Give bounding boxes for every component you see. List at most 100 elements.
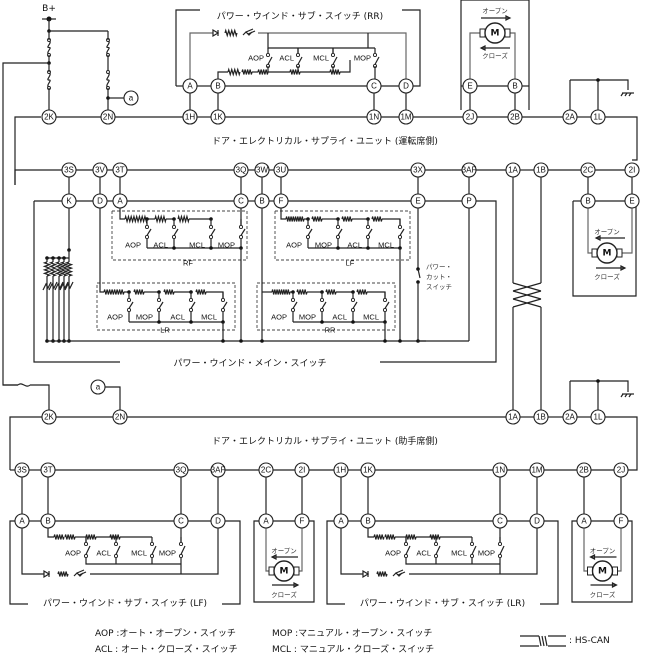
pin-label: 1M — [400, 113, 411, 122]
wire — [189, 32, 213, 79]
arrow-head — [589, 554, 596, 560]
wire — [33, 201, 120, 363]
resistor-icon — [371, 216, 383, 222]
resistor-icon — [195, 289, 207, 295]
group-label-LF: LF — [346, 259, 355, 268]
switch-contact — [305, 224, 311, 230]
driver-unit-top-pin-1K: 1K — [210, 109, 226, 125]
switch-contact — [497, 541, 503, 547]
fuse-icon — [17, 383, 31, 387]
wire — [380, 200, 497, 363]
switch-contact — [403, 553, 409, 559]
switch-contact — [469, 553, 475, 559]
pin-label: C — [238, 197, 244, 206]
lr_sub-pin-C: C — [492, 513, 508, 529]
arrow-head — [479, 45, 486, 51]
ground-icon — [620, 92, 624, 97]
wire — [253, 520, 315, 603]
pin-label: 2I — [629, 166, 636, 175]
motor-brush — [268, 566, 275, 576]
switch-blade — [332, 56, 338, 65]
lr_sub-pin-B: B — [360, 513, 376, 529]
switch-contact — [265, 52, 271, 58]
pin-label: B — [512, 82, 517, 91]
pin-label: E — [415, 197, 420, 206]
lf-motor-close-label: クローズ — [271, 590, 297, 599]
pin-label: C — [371, 82, 377, 91]
passenger-unit-bottom-pin-1H: 1H — [333, 462, 349, 478]
switch-contact — [126, 297, 132, 303]
rr-sub-contact-AOP: AOP — [248, 54, 264, 63]
switch-contact — [350, 307, 356, 313]
switch-contact — [290, 297, 296, 303]
pin-label: B — [215, 82, 220, 91]
wire — [258, 32, 407, 79]
driver-unit-bottom-pin-3S: 3S — [61, 162, 77, 178]
lr-contact-AOP: AOP — [107, 313, 123, 322]
switch-contact — [113, 553, 119, 559]
indicator-arrow — [397, 571, 406, 576]
rf-motor-open-label: オープン — [594, 228, 620, 236]
rf-contact-AOP: AOP — [125, 241, 141, 250]
legend-item-MCL: MCL : マニュアル・クローズ・スイッチ — [272, 643, 434, 655]
switch-blade — [158, 301, 164, 309]
junction-dot — [189, 320, 193, 324]
switch-contact — [397, 234, 403, 240]
switch-contact — [113, 541, 119, 547]
driver-unit-bottom-pin-3Q: 3Q — [233, 162, 249, 178]
passenger-unit-top-pin-1B: 1B — [533, 409, 549, 425]
lf_sub-contact-MCL: MCL — [131, 549, 147, 558]
wire — [85, 558, 181, 565]
resistor-icon — [356, 289, 368, 295]
resistor-icon — [271, 289, 282, 295]
wire — [382, 218, 401, 225]
wire — [461, 0, 530, 110]
pin-label: 1B — [536, 166, 546, 175]
rr-contact-AOP: AOP — [271, 313, 287, 322]
motor-icon — [484, 22, 506, 44]
switch-blade — [352, 301, 358, 309]
switch-contact — [295, 52, 301, 58]
switch-contact — [220, 307, 226, 313]
switch-contact — [156, 307, 162, 313]
wire — [367, 291, 386, 298]
diode-icon — [43, 569, 51, 579]
passenger-unit-bottom-pin-3Q: 3Q — [173, 462, 189, 478]
motor-icon — [591, 560, 614, 582]
pin-label: 2N — [103, 113, 113, 122]
rr-motor-pin-B: B — [507, 78, 523, 94]
switch-blade — [384, 301, 390, 309]
switch-contact — [188, 297, 194, 303]
lf_sub-pin-C: C — [173, 513, 189, 529]
pin-label: 2C — [583, 166, 593, 175]
lr-motor-open-label: オープン — [590, 547, 616, 555]
switch-contact — [305, 234, 311, 240]
switch-contact — [126, 307, 132, 313]
switch-contact — [171, 234, 177, 240]
passenger-unit-bottom-pin-1K: 1K — [360, 462, 376, 478]
pin-label: 2B — [579, 466, 589, 475]
wire — [217, 71, 228, 79]
resistor-icon — [113, 289, 125, 295]
pin-label: 3S — [17, 466, 27, 475]
main-switch-pin-F: F — [273, 193, 289, 209]
pin-label: 1N — [369, 113, 379, 122]
junction-dot — [366, 246, 370, 250]
switch-blade — [471, 545, 477, 555]
driver-pin-1H: 1H — [182, 109, 198, 125]
rr-sub-pin-B: B — [210, 78, 226, 94]
lr_sub-pin-D: D — [529, 513, 545, 529]
switch-contact — [365, 224, 371, 230]
driver-unit-bottom-pin-3X: 3X — [410, 162, 426, 178]
resistor-icon — [311, 216, 323, 222]
indicator-arrow — [247, 30, 256, 35]
lf-contact-ACL: ACL — [347, 241, 362, 250]
switch-contact — [178, 553, 184, 559]
switch-blade — [180, 545, 186, 555]
splice-a: a — [123, 90, 139, 106]
wire — [14, 169, 62, 185]
pin-label: B — [259, 197, 264, 206]
wire — [222, 520, 241, 605]
junction-dot — [172, 246, 176, 250]
resistor-icon — [329, 69, 341, 75]
